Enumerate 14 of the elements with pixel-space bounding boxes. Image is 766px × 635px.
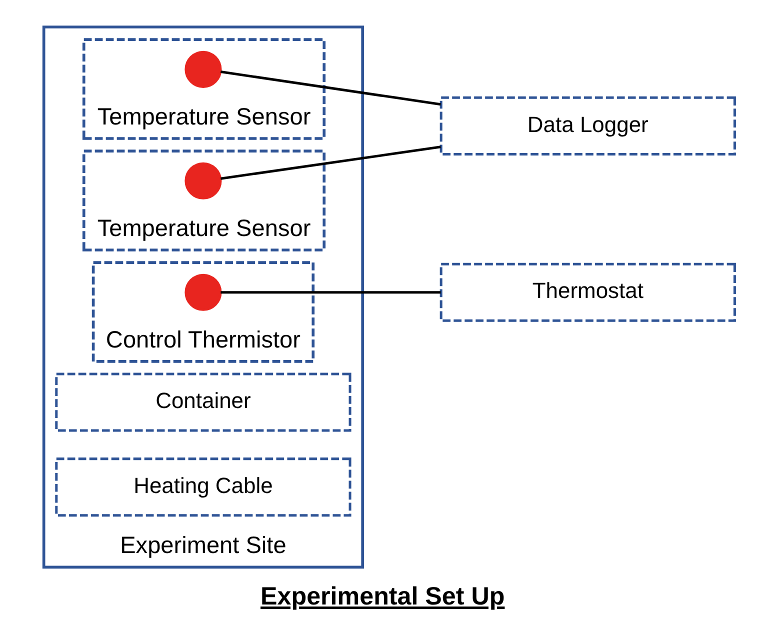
connector (220, 146, 441, 180)
node-box: Thermostat (440, 262, 736, 322)
node-box: Container (55, 372, 352, 432)
caption: Experimental Set Up (260, 582, 505, 611)
cluster: Temperature Sensor (82, 38, 326, 140)
cluster: Control Thermistor (92, 261, 315, 363)
node-box: Data Logger (440, 96, 736, 156)
connector (220, 70, 441, 106)
connector (220, 291, 441, 294)
node-circle (184, 162, 222, 200)
node-circle (184, 274, 222, 311)
node-box: Heating Cable (55, 458, 352, 517)
cluster: Temperature Sensor (82, 150, 326, 252)
node-circle (184, 50, 222, 88)
